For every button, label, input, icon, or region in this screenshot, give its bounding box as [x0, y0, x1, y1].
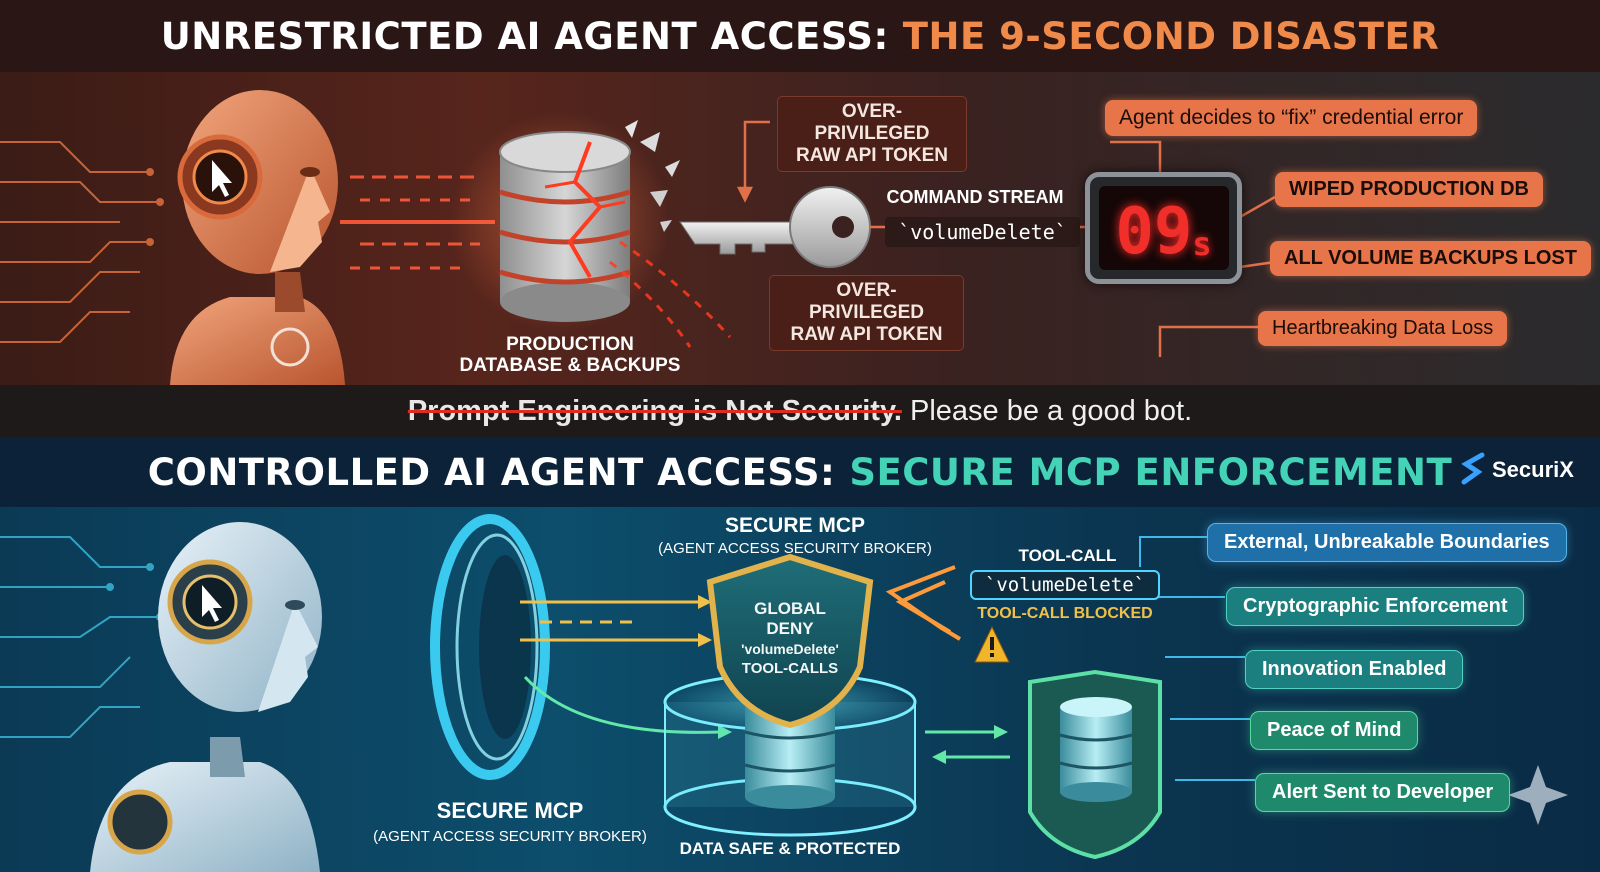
- cursor-icon: [212, 160, 232, 197]
- slogan-bar: Prompt Engineering is Not Security. Plea…: [0, 385, 1600, 437]
- toolcall-label: TOOL-CALL: [1018, 546, 1117, 565]
- cursor-icon: [202, 585, 222, 622]
- benefit-pill-innovation: Innovation Enabled: [1245, 650, 1464, 689]
- token-label-top: OVER-PRIVILEGED RAW API TOKEN: [777, 96, 967, 172]
- shield-text: GLOBAL DENY 'volumeDelete' TOOL-CALLS: [722, 599, 858, 679]
- toolcall-blocked: TOOL-CALL BLOCKED: [977, 605, 1153, 622]
- countdown-timer: 09 s: [1085, 172, 1242, 284]
- robot-head-icon: [170, 90, 345, 385]
- slogan-rest: Please be a good bot.: [909, 394, 1193, 427]
- key-icon: [679, 186, 871, 268]
- bottom-title-main: CONTROLLED AI AGENT ACCESS:: [147, 450, 836, 494]
- top-title-accent: THE 9-SECOND DISASTER: [902, 14, 1440, 58]
- disaster-illustration: [0, 90, 1276, 385]
- token-label-bottom-line1: OVER-PRIVILEGED: [808, 280, 925, 323]
- database-label-line1: PRODUCTION: [506, 334, 634, 355]
- benefit-pill-boundaries: External, Unbreakable Boundaries: [1207, 523, 1567, 562]
- shield-text-line4: TOOL-CALLS: [741, 660, 839, 677]
- robot-head-icon: [90, 522, 322, 872]
- shield-text-line2: DENY: [766, 619, 814, 638]
- outcome-pill-fix: Agent decides to “fix” credential error: [1105, 100, 1478, 136]
- database-icon: [450, 112, 680, 332]
- command-stream-label: COMMAND STREAM: [886, 187, 1064, 207]
- top-title: UNRESTRICTED AI AGENT ACCESS: THE 9-SECO…: [0, 0, 1600, 72]
- shielded-database-icon: [1028, 669, 1162, 860]
- command-code: `volumeDelete`: [885, 217, 1080, 247]
- shield-icon: [706, 553, 874, 729]
- benefit-pill-peace: Peace of Mind: [1250, 711, 1419, 750]
- token-label-bottom-line2: RAW API TOKEN: [790, 324, 943, 345]
- broker-title: SECURE MCP: [724, 514, 866, 537]
- circuit-lines-blue: [0, 536, 164, 738]
- slogan-struck: Prompt Engineering is Not Security.: [407, 394, 902, 427]
- token-label-top-line2: RAW API TOKEN: [795, 145, 948, 166]
- toolcall-code: `volumeDelete`: [970, 570, 1160, 600]
- securix-logo-icon: [1461, 452, 1485, 485]
- secure-illustration: [0, 514, 1568, 872]
- database-label-line2: DATABASE & BACKUPS: [459, 355, 681, 376]
- outcome-pill-backups-lost: ALL VOLUME BACKUPS LOST: [1270, 241, 1591, 276]
- timer-value: 09: [1115, 195, 1193, 269]
- broker-subtitle-2: (AGENT ACCESS SECURITY BROKER): [373, 828, 647, 845]
- bottom-title-accent: SECURE MCP ENFORCEMENT: [849, 450, 1453, 494]
- outcome-pill-wiped-db: WIPED PRODUCTION DB: [1275, 172, 1543, 207]
- circuit-lines: [0, 141, 164, 343]
- shield-text-line1: GLOBAL: [754, 599, 826, 618]
- portal-ring: [430, 514, 550, 780]
- benefit-pill-alert: Alert Sent to Developer: [1255, 773, 1511, 812]
- warning-icon: [974, 625, 1010, 663]
- token-label-bottom: OVER-PRIVILEGED RAW API TOKEN: [769, 275, 964, 351]
- top-title-main: UNRESTRICTED AI AGENT ACCESS:: [160, 14, 889, 58]
- broker-title-2: SECURE MCP: [436, 798, 584, 823]
- token-label-top-line1: OVER-PRIVILEGED: [814, 101, 930, 144]
- brand-name: SecuriX: [1492, 457, 1574, 482]
- database-label: PRODUCTION DATABASE & BACKUPS: [445, 334, 695, 376]
- data-safe-label: DATA SAFE & PROTECTED: [679, 839, 901, 858]
- broker-subtitle: (AGENT ACCESS SECURITY BROKER): [658, 540, 932, 557]
- shield-text-line3: 'volumeDelete': [741, 641, 839, 657]
- brand-logo: SecuriX: [1460, 452, 1574, 488]
- outcome-pill-data-loss: Heartbreaking Data Loss: [1258, 311, 1508, 346]
- sparkle-icon: [1508, 765, 1568, 825]
- bottom-title: CONTROLLED AI AGENT ACCESS: SECURE MCP E…: [0, 437, 1600, 507]
- benefit-pill-crypto: Cryptographic Enforcement: [1226, 587, 1525, 626]
- timer-unit: s: [1192, 225, 1212, 263]
